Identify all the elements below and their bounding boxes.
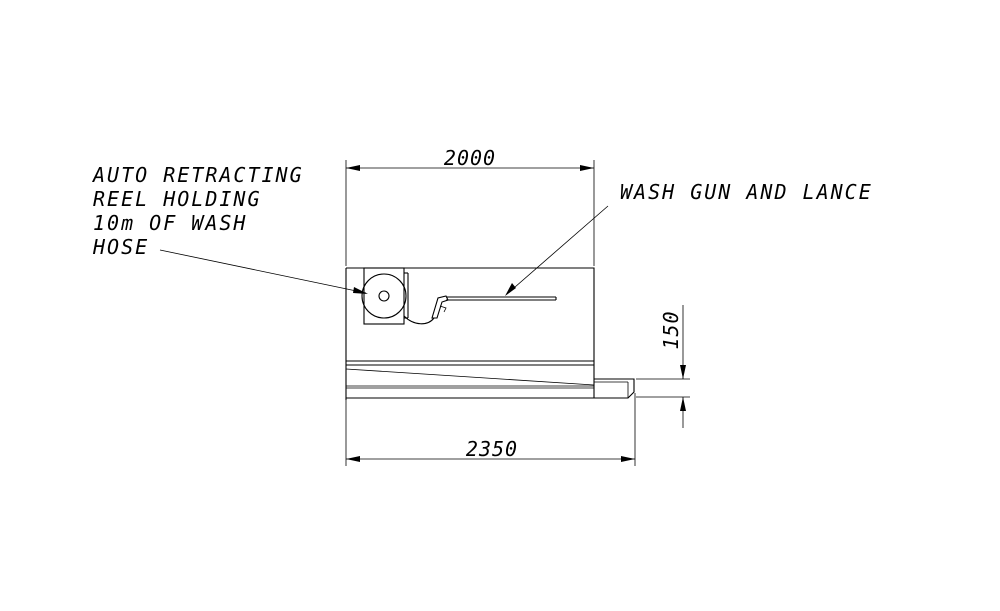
leader-lines <box>159 205 609 296</box>
reel-label-line-4: HOSE <box>92 235 149 259</box>
hose-reel <box>361 267 409 325</box>
wash-gun-and-lance <box>403 295 557 325</box>
dimension-height: 150 <box>636 305 690 428</box>
reel-label-line-1: AUTO RETRACTING <box>91 163 304 187</box>
gun-label: WASH GUN AND LANCE <box>620 180 873 204</box>
reel-label: AUTO RETRACTING REEL HOLDING 10m OF WASH… <box>91 163 304 259</box>
reel-label-line-2: REEL HOLDING <box>93 187 262 211</box>
dimension-top-label: 2000 <box>444 146 496 170</box>
reel-label-line-3: 10m OF WASH <box>93 211 247 235</box>
dimension-bottom-label: 2350 <box>466 437 518 461</box>
dimension-bottom: 2350 <box>345 393 636 466</box>
dimension-top: 2000 <box>345 146 595 266</box>
cabinet <box>345 267 635 400</box>
dimension-height-label: 150 <box>659 310 683 349</box>
